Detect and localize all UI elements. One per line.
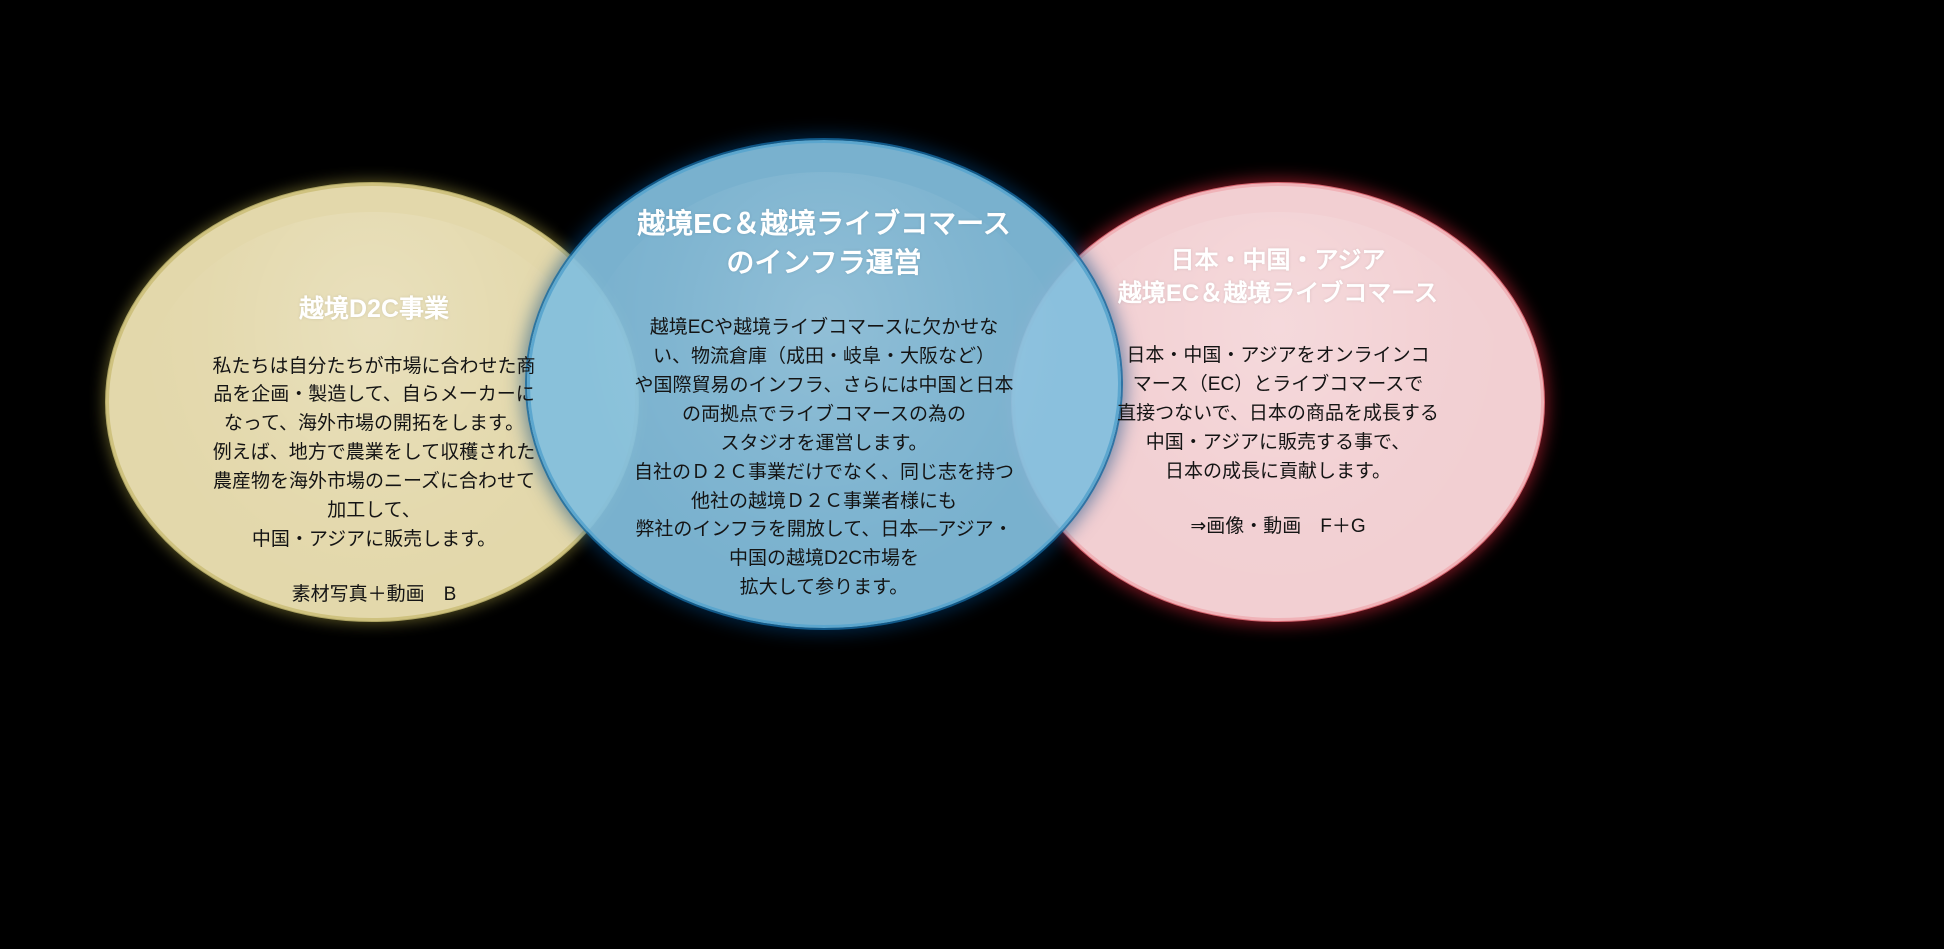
venn-right-text-group: 日本・中国・アジア 越境EC＆越境ライブコマース 日本・中国・アジアをオンライン… xyxy=(1042,244,1514,541)
venn-left-body: 私たちは自分たちが市場に合わせた商 品を企画・製造して、自らメーカーに なって、… xyxy=(212,355,536,550)
venn-left-note: 素材写真＋動画 B xyxy=(291,583,457,605)
venn-left-title: 越境D2C事業 xyxy=(298,295,449,323)
venn-right-note: ⇒画像・動画 F＋G xyxy=(1190,515,1366,537)
venn-ellipse-center xyxy=(527,140,1121,628)
venn-left-text-group: 越境D2C事業 私たちは自分たちが市場に合わせた商 品を企画・製造して、自らメー… xyxy=(150,292,598,609)
venn-right-title: 日本・中国・アジア 越境EC＆越境ライブコマース xyxy=(1117,247,1439,308)
venn-center-text-group: 越境EC＆越境ライブコマース のインフラ運営 越境ECや越境ライブコマースに欠か… xyxy=(553,205,1095,603)
venn-right-body: 日本・中国・アジアをオンラインコ マース（EC）とライブコマースで 直接つないで… xyxy=(1117,345,1439,482)
venn-center-body: 越境ECや越境ライブコマースに欠かせな い、物流倉庫（成田・岐阜・大阪など） や… xyxy=(633,317,1014,599)
venn-ellipse-right xyxy=(1012,183,1544,621)
venn-center-title: 越境EC＆越境ライブコマース のインフラ運営 xyxy=(637,208,1011,278)
